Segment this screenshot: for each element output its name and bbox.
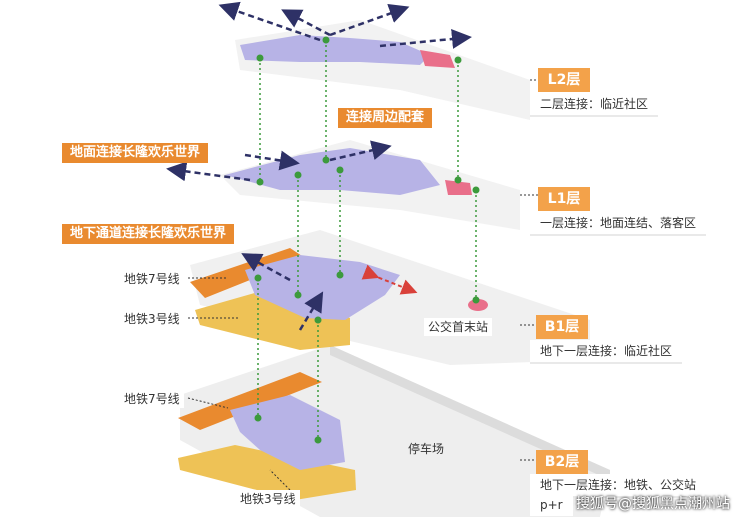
level-desc-b1: 地下一层连接：临近社区 bbox=[530, 340, 683, 364]
flow-arrows bbox=[166, 1, 472, 331]
watermark: 搜狐号@搜狐黑点潮州站 bbox=[576, 496, 730, 512]
level-desc-b2-extra: p+r bbox=[530, 494, 573, 516]
level-badge-b1: B1层 bbox=[536, 315, 588, 339]
label-metro7-b1: 地铁7号线 bbox=[120, 270, 184, 288]
label-metro3-b1: 地铁3号线 bbox=[120, 310, 184, 328]
label-metro7-b2: 地铁7号线 bbox=[120, 390, 184, 408]
level-desc-l2: 二层连接：临近社区 bbox=[530, 93, 659, 117]
l1-slab bbox=[220, 140, 520, 230]
connector-nodes bbox=[254, 36, 480, 444]
label-metro3-b2: 地铁3号线 bbox=[236, 490, 300, 508]
callout-ground: 地面连接长隆欢乐世界 bbox=[62, 143, 209, 163]
level-badge-l2: L2层 bbox=[538, 68, 590, 92]
callout-nearby: 连接周边配套 bbox=[338, 108, 433, 128]
level-desc-l1: 一层连接：地面连结、落客区 bbox=[530, 212, 707, 236]
vertical-connectors bbox=[257, 40, 477, 440]
callout-underground: 地下通道连接长隆欢乐世界 bbox=[62, 224, 235, 244]
leader-lines bbox=[187, 79, 538, 491]
l2-slab bbox=[235, 20, 530, 120]
b2-slab bbox=[178, 345, 610, 517]
label-parking: 停车场 bbox=[408, 442, 445, 456]
label-bus-terminal: 公交首末站 bbox=[424, 318, 493, 336]
level-badge-l1: L1层 bbox=[538, 187, 590, 211]
level-badge-b2: B2层 bbox=[536, 450, 588, 474]
